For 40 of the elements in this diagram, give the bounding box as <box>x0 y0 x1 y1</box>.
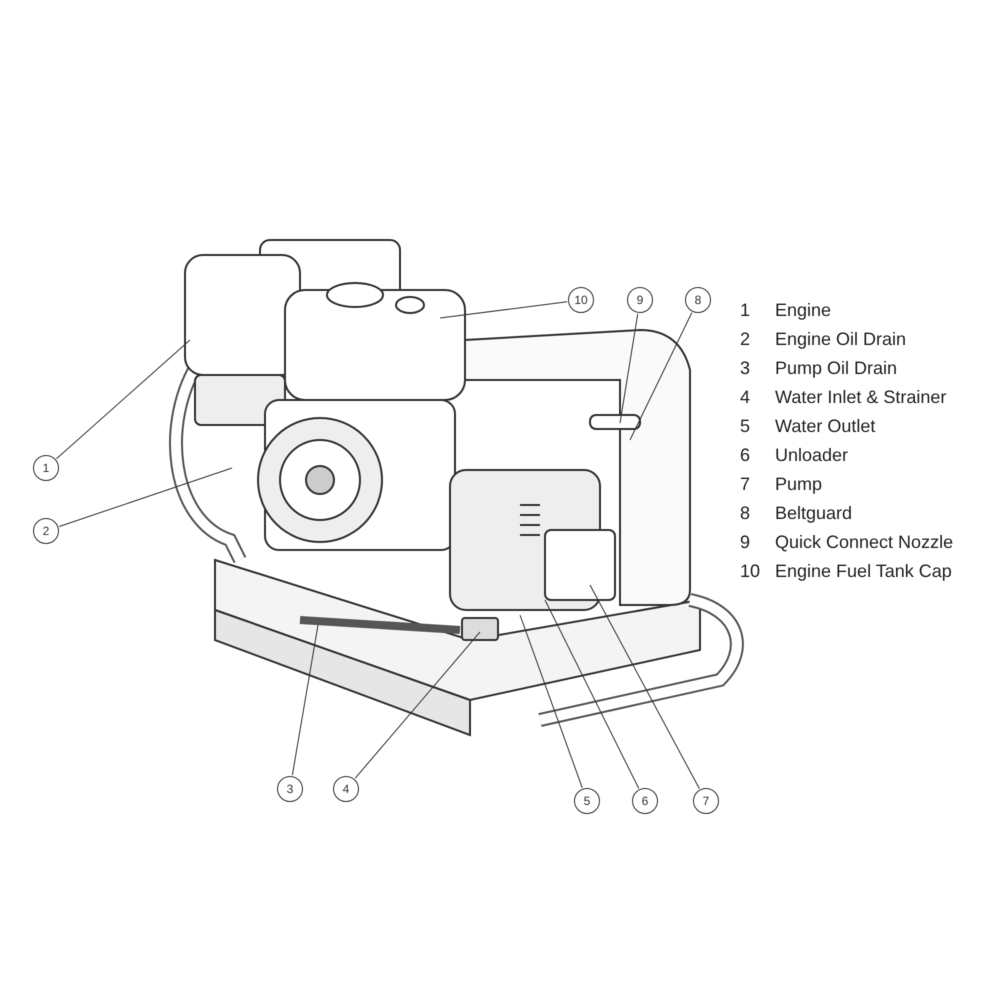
leader-line <box>630 312 692 440</box>
part-name: Quick Connect Nozzle <box>775 532 954 553</box>
part-number: 7 <box>740 474 750 495</box>
part-name: Pump Oil Drain <box>775 358 898 379</box>
leader-line <box>590 584 700 790</box>
part-number: 9 <box>740 532 750 553</box>
callout-number: 1 <box>33 455 59 481</box>
part-name: Engine <box>775 300 832 321</box>
part-name: Water Outlet <box>775 416 876 437</box>
part-number: 1 <box>740 300 750 321</box>
leader-line <box>58 468 232 527</box>
leader-line <box>354 632 480 779</box>
part-name: Pump <box>775 474 822 495</box>
part-number: 2 <box>740 329 750 350</box>
leader-line <box>544 600 640 789</box>
part-name: Beltguard <box>775 503 852 524</box>
callout-number: 10 <box>568 287 594 313</box>
callout-number: 7 <box>693 788 719 814</box>
part-number: 10 <box>740 561 760 582</box>
part-name: Engine Fuel Tank Cap <box>775 561 952 582</box>
leader-line <box>56 340 190 460</box>
part-number: 6 <box>740 445 750 466</box>
leader-line <box>292 624 318 776</box>
part-number: 3 <box>740 358 750 379</box>
leader-line <box>620 313 638 424</box>
callout-number: 8 <box>685 287 711 313</box>
part-number: 8 <box>740 503 750 524</box>
part-name: Water Inlet & Strainer <box>775 387 946 408</box>
part-number: 5 <box>740 416 750 437</box>
leader-line <box>440 301 568 318</box>
leader-line <box>520 614 583 788</box>
callout-number: 6 <box>632 788 658 814</box>
part-number: 4 <box>740 387 750 408</box>
callout-number: 2 <box>33 518 59 544</box>
callout-number: 4 <box>333 776 359 802</box>
callout-number: 9 <box>627 287 653 313</box>
part-name: Engine Oil Drain <box>775 329 906 350</box>
callout-number: 5 <box>574 788 600 814</box>
callout-number: 3 <box>277 776 303 802</box>
part-name: Unloader <box>775 445 848 466</box>
